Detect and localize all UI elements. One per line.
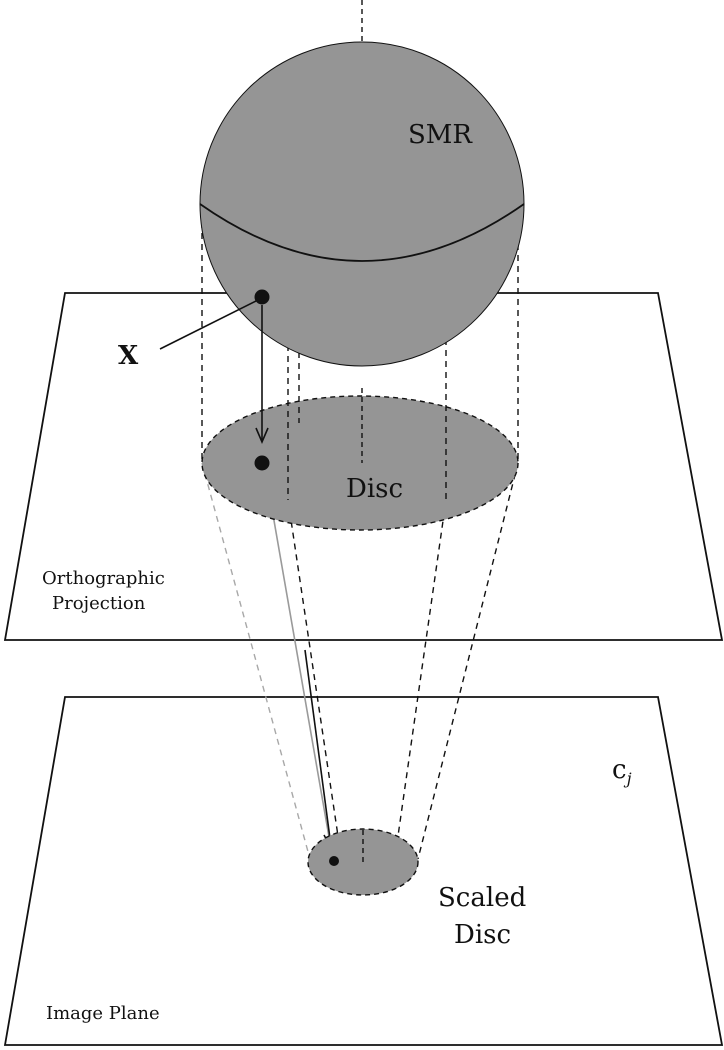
x-pointer-line <box>159 300 257 350</box>
scaled-disc-point <box>329 856 339 866</box>
sphere-equator <box>199 203 525 262</box>
disc-label: Disc <box>346 474 403 504</box>
camera-label-c: c <box>612 755 627 785</box>
disc-point <box>254 455 270 471</box>
point-x-label: X <box>118 341 139 371</box>
orthographic-label-line2: Projection <box>52 593 146 614</box>
smr-sphere <box>199 41 525 367</box>
image-plane-label: Image Plane <box>46 1003 160 1024</box>
disc <box>201 395 519 531</box>
sphere-point-x <box>254 289 270 305</box>
scaled-disc-label-line2: Disc <box>454 920 511 950</box>
smr-label: SMR <box>408 120 473 150</box>
orthographic-label-line1: Orthographic <box>42 568 165 589</box>
camera-label: cj <box>612 755 632 788</box>
orthographic-projection-arrow <box>255 305 269 445</box>
disc-to-scaled-projection-lines <box>201 462 519 861</box>
scaled-disc-label-line1: Scaled <box>438 883 526 913</box>
camera-label-subscript: j <box>624 769 632 788</box>
